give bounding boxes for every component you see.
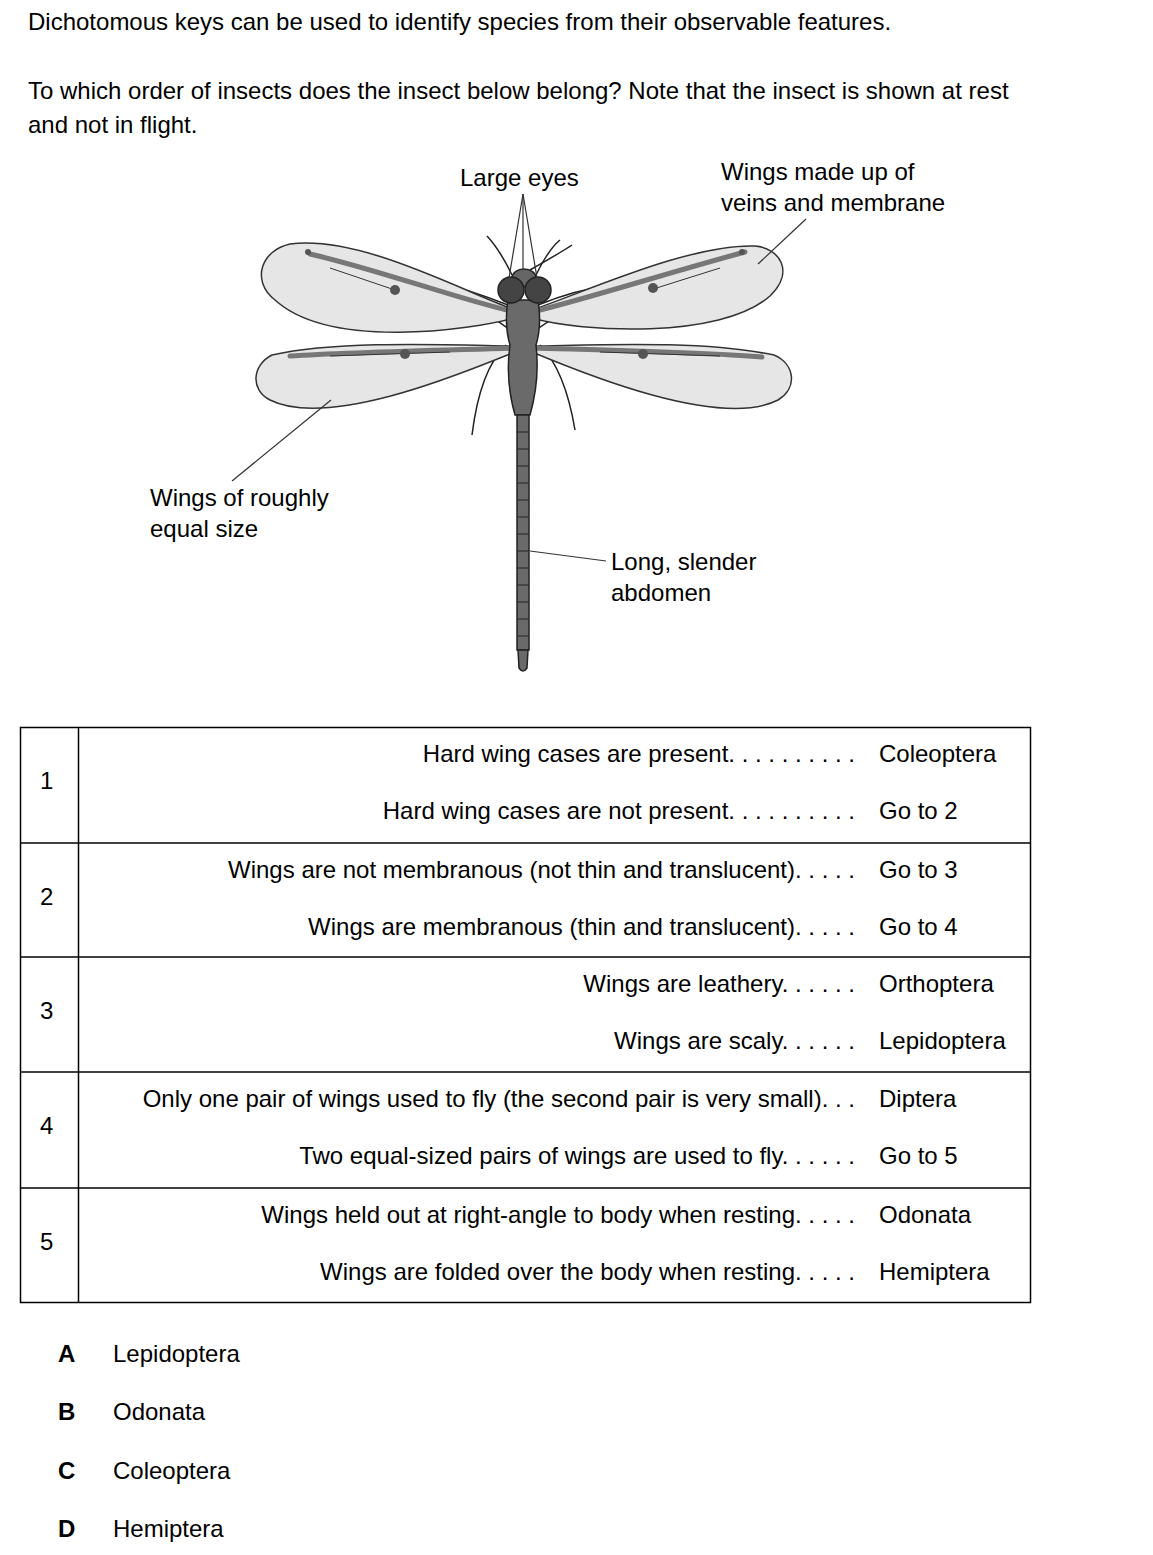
option-letter: B bbox=[58, 1396, 75, 1427]
key-result: Go to 2 bbox=[879, 795, 958, 826]
abdomen-segment bbox=[517, 602, 529, 603]
abdomen-segment bbox=[517, 568, 529, 569]
part-label: Long, slender abdomen bbox=[611, 546, 781, 608]
abdomen-segment bbox=[517, 551, 529, 552]
key-description: Wings held out at right-angle to body wh… bbox=[261, 1199, 855, 1230]
option-letter: D bbox=[58, 1513, 75, 1544]
key-result: Go to 4 bbox=[879, 911, 958, 942]
key-description: Wings are not membranous (not thin and t… bbox=[228, 854, 855, 885]
abdomen-segment bbox=[517, 534, 529, 535]
key-result: Coleoptera bbox=[879, 738, 996, 769]
abdomen-segment bbox=[517, 585, 529, 586]
key-description: Hard wing cases are present. . . . . . .… bbox=[423, 738, 855, 769]
abdomen-segment bbox=[517, 466, 529, 467]
key-result: Orthoptera bbox=[879, 968, 994, 999]
key-result: Lepidoptera bbox=[879, 1025, 1006, 1056]
key-step-number: 5 bbox=[40, 1226, 53, 1257]
key-description: Wings are folded over the body when rest… bbox=[320, 1256, 855, 1287]
key-description: Wings are scaly. . . . . . bbox=[614, 1025, 855, 1056]
abdomen-segment bbox=[517, 500, 529, 501]
key-result: Hemiptera bbox=[879, 1256, 990, 1287]
abdomen-segment bbox=[517, 432, 529, 433]
key-description: Wings are leathery. . . . . . bbox=[583, 968, 855, 999]
key-result: Go to 3 bbox=[879, 854, 958, 885]
key-description: Wings are membranous (thin and transluce… bbox=[308, 911, 855, 942]
part-label: Large eyes bbox=[460, 162, 579, 193]
abdomen-segment bbox=[517, 449, 529, 450]
key-result: Diptera bbox=[879, 1083, 956, 1114]
key-description: Hard wing cases are not present. . . . .… bbox=[383, 795, 855, 826]
key-result: Go to 5 bbox=[879, 1140, 958, 1171]
key-step-number: 4 bbox=[40, 1110, 53, 1141]
option-letter: A bbox=[58, 1338, 75, 1369]
key-description: Only one pair of wings used to fly (the … bbox=[143, 1083, 855, 1114]
option-text: Lepidoptera bbox=[113, 1338, 240, 1369]
key-step-number: 2 bbox=[40, 881, 53, 912]
key-description: Two equal-sized pairs of wings are used … bbox=[299, 1140, 855, 1171]
abdomen-segment bbox=[517, 517, 529, 518]
option-letter: C bbox=[58, 1455, 75, 1486]
key-step-number: 1 bbox=[40, 765, 53, 796]
part-label: Wings made up of veins and membrane bbox=[721, 156, 971, 218]
option-text: Hemiptera bbox=[113, 1513, 224, 1544]
abdomen-segment bbox=[517, 619, 529, 620]
option-text: Coleoptera bbox=[113, 1455, 230, 1486]
key-step-number: 3 bbox=[40, 995, 53, 1026]
part-label: Wings of roughly equal size bbox=[150, 482, 355, 544]
intro-text: Dichotomous keys can be used to identify… bbox=[28, 6, 1128, 37]
abdomen-segment bbox=[517, 636, 529, 637]
option-text: Odonata bbox=[113, 1396, 205, 1427]
key-result: Odonata bbox=[879, 1199, 971, 1230]
question-text: To which order of insects does the insec… bbox=[28, 74, 1038, 142]
abdomen-segment bbox=[517, 483, 529, 484]
